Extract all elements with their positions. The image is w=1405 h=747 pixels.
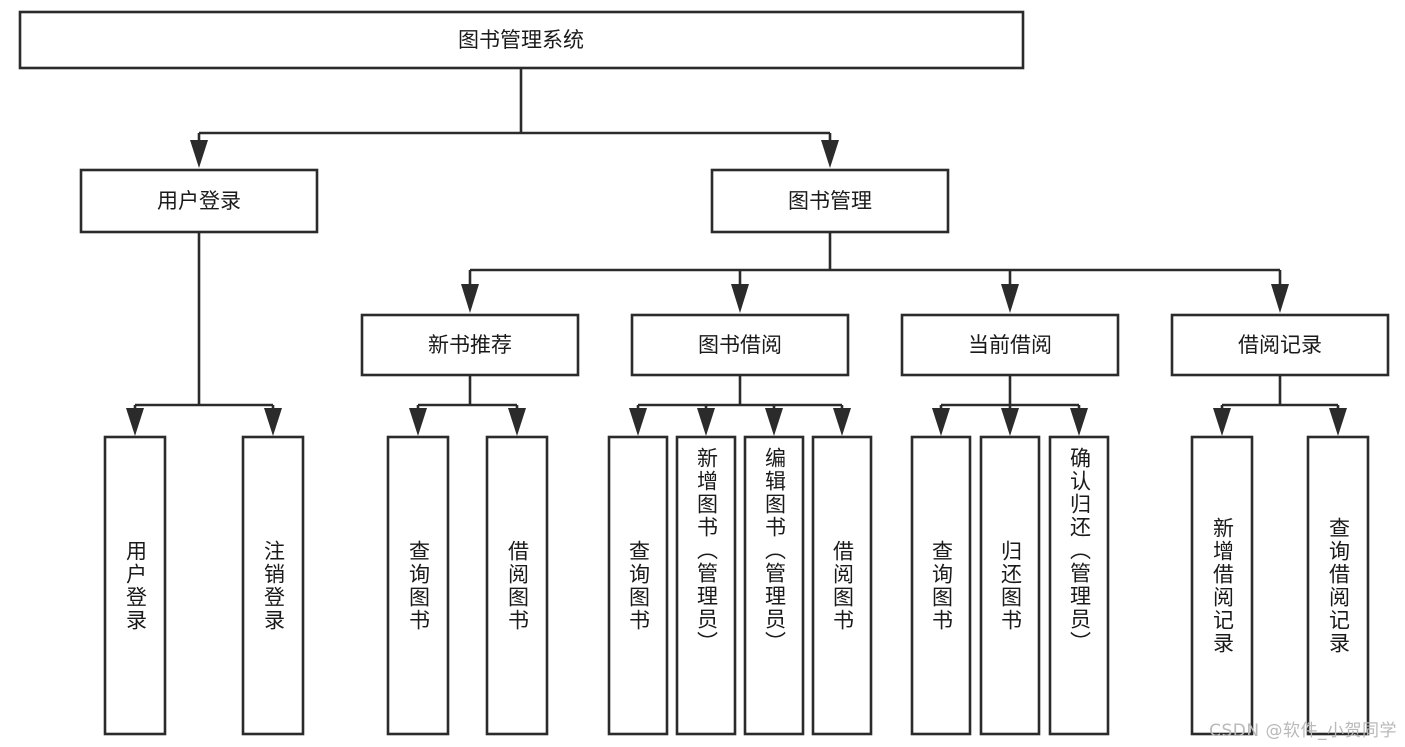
node-borrow-record[interactable]: 借阅记录 xyxy=(1170,313,1390,377)
edge-bookborrow-to-leaves xyxy=(629,375,851,436)
leaf-box-query-book-1[interactable] xyxy=(386,435,450,736)
leaf-box-confirm-return[interactable] xyxy=(1048,435,1110,736)
node-current-borrow-label: 当前借阅 xyxy=(968,333,1052,357)
node-book-borrow[interactable]: 图书借阅 xyxy=(630,313,850,377)
node-book-manage[interactable]: 图书管理 xyxy=(710,168,950,234)
edge-currentborrow-to-leaves xyxy=(932,375,1088,436)
node-root-label: 图书管理系统 xyxy=(458,28,584,52)
node-current-borrow[interactable]: 当前借阅 xyxy=(900,313,1120,377)
leaf-box-query-record[interactable] xyxy=(1306,435,1370,736)
edge-root-to-level2 xyxy=(190,68,839,168)
node-user-login-label: 用户登录 xyxy=(157,189,241,213)
leaf-box-user-login[interactable] xyxy=(103,435,167,736)
node-book-manage-label: 图书管理 xyxy=(788,189,872,213)
leaf-box-edit-book[interactable] xyxy=(743,435,805,736)
leaf-box-borrow-book-2[interactable] xyxy=(811,435,873,736)
leaf-box-borrow-book-1[interactable] xyxy=(485,435,549,736)
edge-userlogin-to-leaves xyxy=(126,232,282,436)
csdn-watermark: CSDN @软件_小贺同学 xyxy=(1209,721,1397,741)
leaf-box-query-book-2[interactable] xyxy=(607,435,669,736)
node-book-borrow-label: 图书借阅 xyxy=(698,333,782,357)
edge-bookmanage-to-level3 xyxy=(461,232,1289,313)
leaf-box-add-record[interactable] xyxy=(1190,435,1254,736)
node-new-book-recommend[interactable]: 新书推荐 xyxy=(360,313,580,377)
node-new-book-recommend-label: 新书推荐 xyxy=(428,333,512,357)
edge-newbook-to-leaves xyxy=(409,375,526,436)
node-borrow-record-label: 借阅记录 xyxy=(1238,333,1322,357)
leaf-box-logout[interactable] xyxy=(241,435,305,736)
node-root[interactable]: 图书管理系统 xyxy=(18,10,1025,70)
leaf-box-add-book[interactable] xyxy=(675,435,737,736)
edge-borrowrecord-to-leaves xyxy=(1213,375,1347,436)
leaf-box-query-book-3[interactable] xyxy=(910,435,972,736)
node-user-login[interactable]: 用户登录 xyxy=(79,168,319,234)
leaf-box-return-book[interactable] xyxy=(979,435,1041,736)
